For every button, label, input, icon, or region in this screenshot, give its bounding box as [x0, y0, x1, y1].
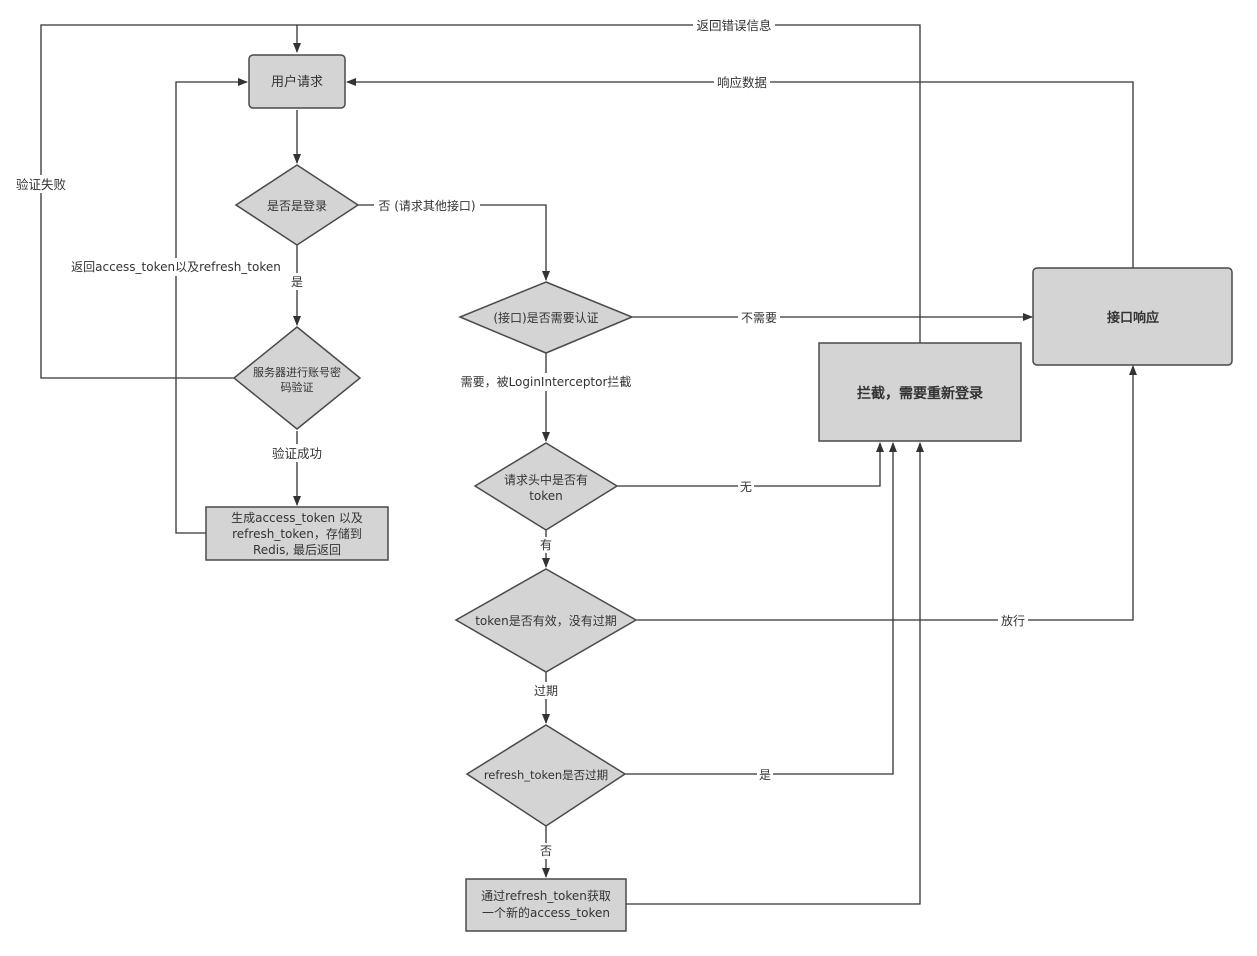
node-token-valid	[454, 568, 638, 673]
label-response-data: 响应数据	[717, 75, 767, 90]
label-no: 否	[540, 844, 552, 858]
edge-none	[617, 442, 884, 487]
node-is-login-label: 是否是登录	[267, 198, 327, 213]
node-intercept-label: 拦截，需要重新登录	[857, 385, 983, 402]
edge-login-no	[358, 204, 550, 281]
node-intercept	[818, 342, 1022, 442]
node-generate-token-label-1: 生成access_token 以及	[231, 511, 363, 525]
node-api-response	[1032, 267, 1233, 366]
node-need-auth	[458, 281, 634, 354]
node-header-token-label-2: token	[529, 489, 563, 503]
node-header-token	[473, 442, 619, 531]
label-no-other-api: 否 (请求其他接口)	[378, 198, 475, 213]
node-generate-token-label-3: Redis, 最后返回	[253, 543, 341, 557]
node-refresh-expired	[465, 724, 627, 827]
node-is-login	[234, 164, 360, 246]
edge-verify-fail	[40, 24, 297, 379]
node-refresh-get-label-1: 通过refresh_token获取	[481, 889, 611, 903]
node-generate-token-label-2: refresh_token，存储到	[232, 526, 362, 541]
label-need-intercepted: 需要，被LoginInterceptor拦截	[461, 375, 632, 389]
label-yes-login: 是	[291, 275, 303, 289]
node-user-request	[248, 54, 346, 109]
node-server-verify-label-2: 码验证	[281, 380, 314, 394]
edge-pass	[636, 365, 1137, 621]
node-generate-token	[205, 506, 389, 561]
node-server-verify-label-1: 服务器进行账号密	[253, 365, 341, 379]
label-yes-expired: 是	[759, 768, 771, 782]
node-refresh-get	[465, 878, 627, 932]
node-token-valid-label: token是否有效，没有过期	[475, 613, 617, 628]
label-has: 有	[540, 538, 552, 552]
edge-refresh-get	[626, 442, 924, 905]
edge-return-error	[293, 24, 921, 343]
label-verify-success: 验证成功	[272, 446, 322, 461]
label-no-need: 不需要	[741, 311, 777, 325]
node-header-token-label-1: 请求头中是否有	[504, 472, 588, 487]
edge-response-data	[346, 78, 1134, 268]
label-verify-fail: 验证失败	[16, 177, 67, 192]
edge-refresh-yes	[625, 442, 897, 775]
node-user-request-label: 用户请求	[271, 74, 323, 90]
label-pass: 放行	[1001, 613, 1025, 628]
label-none: 无	[740, 480, 752, 494]
node-refresh-expired-label: refresh_token是否过期	[484, 768, 608, 782]
edge-return-tokens	[175, 78, 248, 534]
label-expired: 过期	[534, 684, 558, 698]
label-return-error: 返回错误信息	[696, 18, 771, 33]
node-api-response-label: 接口响应	[1107, 310, 1159, 326]
label-return-tokens: 返回access_token以及refresh_token	[71, 260, 281, 274]
node-refresh-get-label-2: 一个新的access_token	[482, 905, 610, 920]
node-need-auth-label: (接口)是否需要认证	[493, 310, 598, 325]
node-server-verify	[232, 326, 362, 430]
